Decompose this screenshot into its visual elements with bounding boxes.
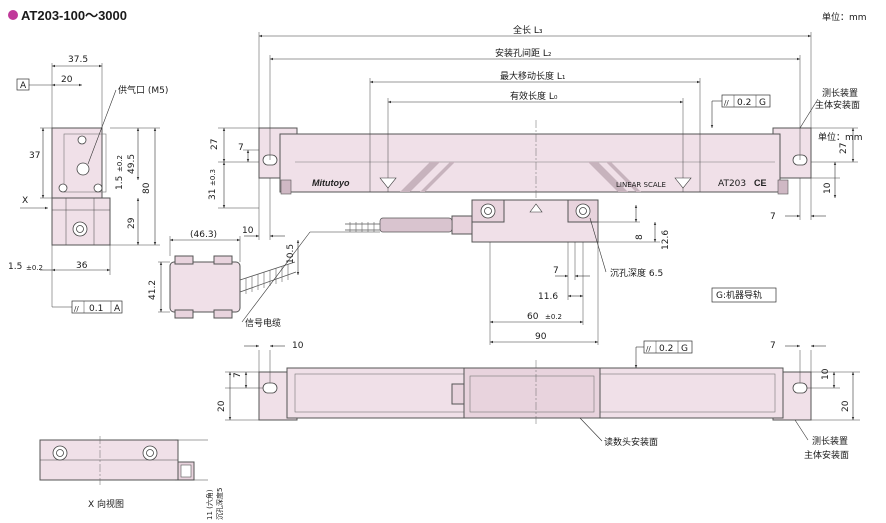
dim-90: 90	[535, 332, 547, 342]
scale-mount-label-2: 主体安装面	[815, 99, 860, 111]
dim-46-3: (46.3)	[190, 230, 217, 240]
dim-27-right: 27	[839, 143, 849, 154]
head-mount-label: 读数头安装面	[604, 436, 658, 448]
tol-bottom-datum: G	[681, 344, 688, 354]
view-x-marker: X	[22, 196, 28, 206]
total-length-label: 全长 L₃	[513, 24, 543, 36]
tol-bottom-value: 0.2	[659, 344, 673, 354]
title-bullet	[8, 10, 18, 20]
scale-mount-bottom-2: 主体安装面	[804, 449, 849, 461]
dim-1-5-a: 1.5	[115, 176, 125, 190]
machine-guide-box	[711, 287, 777, 303]
scale-mount-label-1: 测长装置	[822, 87, 858, 99]
dim-31: 31	[208, 189, 218, 200]
dim-10-bottom-right: 10	[821, 368, 831, 380]
head-side-view	[51, 127, 111, 246]
dim-7-bottom-right: 7	[770, 341, 776, 351]
scale-text: LINEAR SCALE	[616, 181, 666, 189]
dim-tol-03: ±0.3	[209, 169, 217, 186]
signal-connector	[169, 255, 297, 319]
tol-side-value: 0.1	[89, 304, 103, 314]
dim-37-5: 37.5	[68, 55, 88, 65]
air-inlet-hole	[76, 162, 90, 176]
scale-body	[279, 133, 781, 193]
dim-10-right: 10	[823, 182, 833, 194]
dim-49-5: 49.5	[127, 154, 137, 174]
tol-side-symbol: //	[74, 305, 79, 313]
dim-11-6: 11.6	[538, 292, 558, 302]
brand-logo: Mitutoyo	[312, 178, 350, 188]
dim-41-2: 41.2	[148, 280, 158, 300]
dim-20-bottom-left: 20	[217, 400, 227, 412]
dim-1-5-b: 1.5	[8, 262, 22, 272]
dim-37: 37	[29, 151, 40, 161]
model-label: AT203	[718, 179, 746, 189]
dim-7-right: 7	[770, 212, 776, 222]
tol-top-datum: G	[759, 98, 766, 108]
dim-8: 8	[635, 234, 645, 240]
dim-60: 60	[527, 312, 539, 322]
dim-80: 80	[142, 182, 152, 194]
hex-label-1: 11 (六角)	[205, 489, 214, 520]
datum-a-box	[16, 78, 30, 91]
tol-top-symbol: //	[724, 99, 729, 107]
dim-7-mid: 7	[553, 266, 559, 276]
dim-20-bottom-right: 20	[841, 400, 851, 412]
unit-label: 单位：mm	[822, 11, 867, 23]
signal-cable-label: 信号电缆	[245, 317, 281, 329]
drawing-title: AT203-100～3000	[21, 8, 127, 23]
dim-tol-b: ±0.2	[26, 264, 43, 272]
air-inlet-label: 供气口 (M5)	[118, 84, 168, 96]
scale-top-view	[258, 367, 812, 421]
mount-pitch-label: 安装孔间距 L₂	[495, 47, 552, 59]
x-view-label: X 向视图	[88, 498, 124, 510]
tol-bottom-symbol: //	[646, 345, 651, 353]
dim-10-bottom: 10	[292, 341, 304, 351]
x-view	[39, 439, 195, 481]
dim-20-top: 20	[61, 75, 73, 85]
scale-front-view: Mitutoyo LINEAR SCALE AT203 CE	[258, 127, 812, 195]
dim-10-left: 10	[242, 226, 254, 236]
scale-mount-bottom-1: 测长装置	[812, 435, 848, 447]
dim-tol-60: ±0.2	[545, 313, 562, 321]
ce-mark: CE	[754, 178, 767, 188]
effective-length-label: 有效长度 L₀	[510, 90, 558, 102]
machine-guide-label: G:机器导轨	[716, 289, 762, 301]
dim-27-left: 27	[210, 139, 220, 150]
tol-side-datum: A	[114, 304, 121, 314]
reading-head	[345, 199, 599, 243]
counterbore-label: 沉孔深度 6.5	[610, 267, 663, 279]
tol-top-value: 0.2	[737, 98, 751, 108]
dim-tol-a: ±0.2	[116, 155, 124, 172]
unit-label-small: 单位：mm	[818, 131, 863, 143]
dim-29: 29	[127, 217, 137, 229]
max-travel-label: 最大移动长度 L₁	[500, 70, 566, 82]
dim-10-5: 10.5	[286, 244, 296, 264]
dim-7-left: 7	[238, 143, 244, 153]
dim-12-6: 12.6	[661, 230, 671, 250]
head-side-lower	[51, 197, 111, 246]
dim-36: 36	[76, 261, 88, 271]
hex-label-2: 沉孔深度5	[215, 488, 224, 520]
dim-7-bottom-left: 7	[233, 372, 243, 378]
datum-a-label: A	[20, 81, 27, 91]
